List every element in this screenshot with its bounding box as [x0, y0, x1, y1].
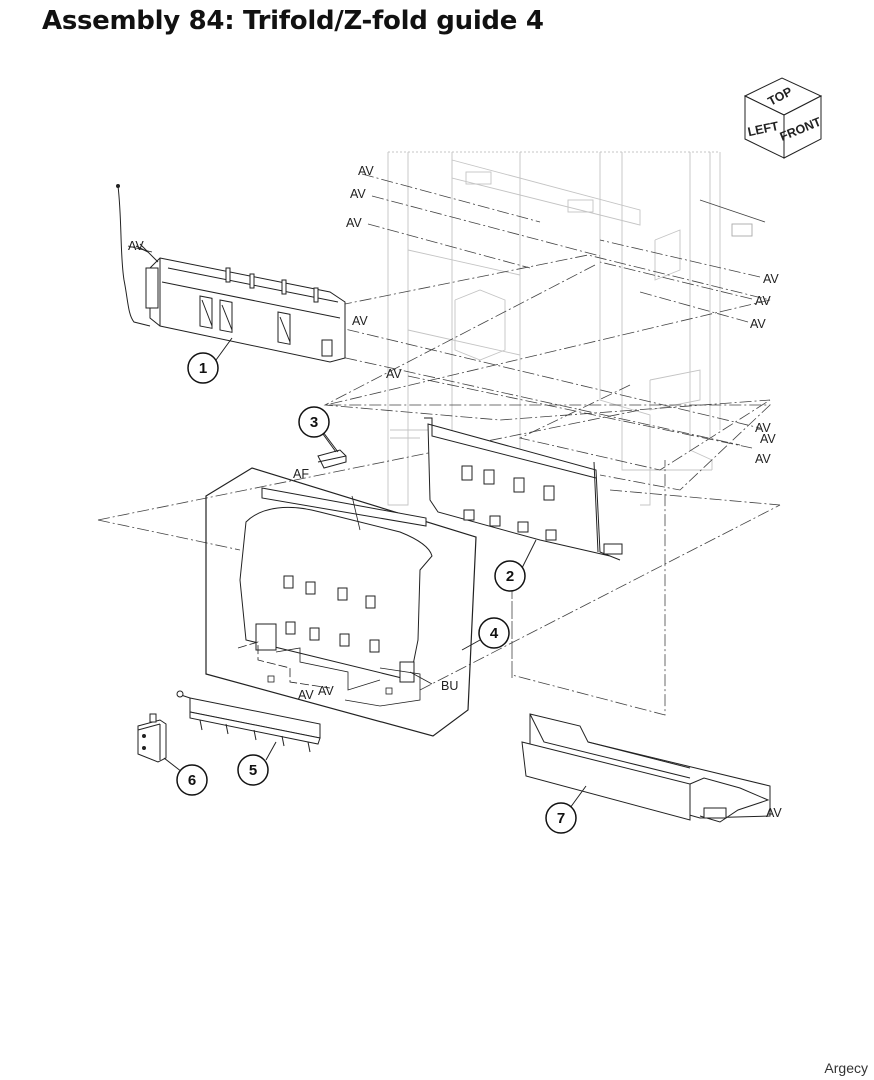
- callout-2: 2: [494, 560, 526, 592]
- callout-5: 5: [237, 754, 269, 786]
- av-label: AV: [298, 688, 314, 702]
- av-label: AV: [755, 421, 771, 435]
- page-title: Assembly 84: Trifold/Z-fold guide 4: [42, 6, 544, 36]
- callout-1: 1: [187, 352, 219, 384]
- callout-7-label: 7: [557, 810, 565, 827]
- callout-2-label: 2: [506, 568, 514, 585]
- av-label: AV: [358, 164, 374, 178]
- routing-lines: [97, 173, 781, 716]
- callout-leaders: [135, 245, 587, 809]
- av-label: AV: [755, 294, 771, 308]
- callout-4-label: 4: [490, 625, 499, 642]
- part-5-lower-bar: [176, 690, 321, 753]
- callout-1-label: 1: [199, 360, 207, 377]
- av-label: AV: [760, 432, 776, 446]
- part-7-lower-tray: [521, 713, 771, 823]
- av-label: AV: [128, 239, 144, 253]
- connector-labels: AV AV AV AV AV AV AV AV AV AV AV AV AF A…: [128, 164, 782, 820]
- footer-brand: Argecy: [824, 1060, 868, 1076]
- av-label: AV: [750, 317, 766, 331]
- callout-7: 7: [545, 802, 577, 834]
- callout-3-label: 3: [310, 414, 318, 431]
- av-label: AV: [318, 684, 334, 698]
- part-4-guide-assembly: [205, 467, 477, 737]
- av-label: AV: [386, 367, 402, 381]
- part-6-bracket: [137, 713, 167, 763]
- callout-5-label: 5: [249, 762, 257, 779]
- callout-4: 4: [478, 617, 510, 649]
- cube-left-label: LEFT: [746, 119, 780, 139]
- part-1-upper-guide: [116, 184, 346, 363]
- callout-3: 3: [298, 406, 330, 438]
- av-label: AV: [766, 806, 782, 820]
- av-label: AV: [763, 272, 779, 286]
- av-label: AV: [755, 452, 771, 466]
- orientation-cube: TOP LEFT FRONT: [743, 77, 823, 159]
- bu-label: BU: [441, 679, 458, 693]
- af-label: AF: [293, 467, 309, 481]
- callout-6-label: 6: [188, 772, 196, 789]
- part-2-guide-plate: [424, 417, 623, 561]
- av-label: AV: [352, 314, 368, 328]
- av-label: AV: [346, 216, 362, 230]
- callout-6: 6: [176, 764, 208, 796]
- av-label: AV: [350, 187, 366, 201]
